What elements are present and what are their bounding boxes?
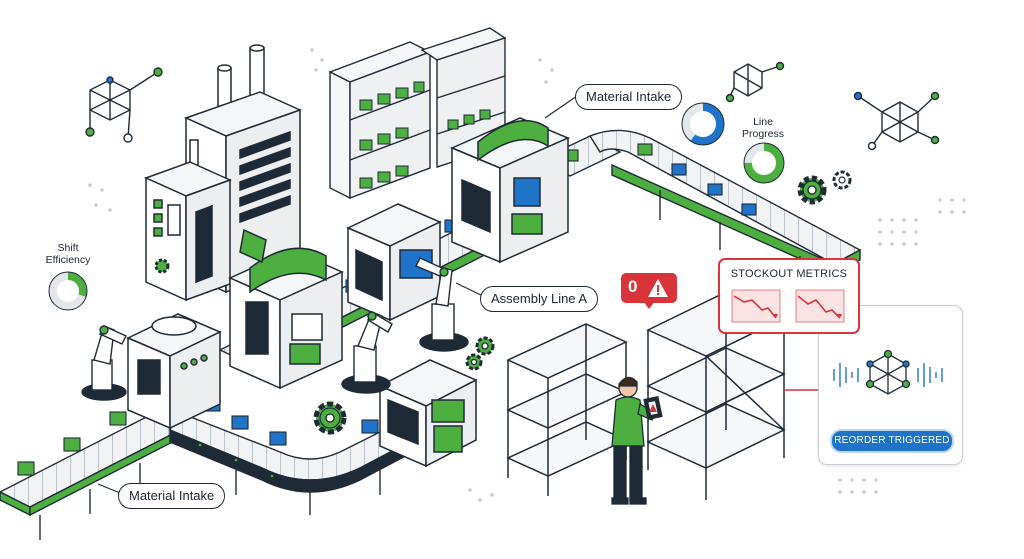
stockout-metrics-panel: STOCKOUT METRICS xyxy=(718,258,860,334)
material-intake-callout-top: Material Intake xyxy=(575,84,683,110)
callout-leaders xyxy=(97,95,578,494)
intake-box xyxy=(126,313,222,430)
alert-badge[interactable]: 0 xyxy=(621,273,677,309)
robot-arm xyxy=(81,325,127,401)
material-intake-machine xyxy=(450,117,570,264)
dot-grid-decor xyxy=(88,48,966,502)
gear-icon xyxy=(465,336,495,371)
network-node-icon xyxy=(85,67,163,143)
robot-arm xyxy=(341,311,393,394)
line-progress-gauge-icon xyxy=(743,142,785,184)
stockout-metrics-title: STOCKOUT METRICS xyxy=(730,268,848,280)
gear-icon xyxy=(313,401,347,435)
material-intake-callout-bottom: Material Intake xyxy=(118,483,226,509)
rack-bins xyxy=(359,81,491,189)
robot-arm xyxy=(415,257,469,352)
assembly-line-callout: Assembly Line A xyxy=(480,286,599,312)
warning-icon xyxy=(648,279,668,297)
network-node-icon xyxy=(853,91,940,151)
shift-efficiency-gauge-icon xyxy=(48,271,88,311)
front-control-machine xyxy=(378,359,478,468)
top-donut-icon xyxy=(681,102,725,146)
gear-icon xyxy=(832,170,852,190)
factory-building xyxy=(144,44,303,302)
stockout-trend-charts xyxy=(731,289,845,323)
gear-icon xyxy=(797,175,827,205)
alert-count: 0 xyxy=(628,277,638,296)
warehouse-worker xyxy=(611,376,663,505)
network-node-icon xyxy=(725,61,785,103)
reorder-triggered-button[interactable]: REORDER TRIGGERED xyxy=(830,429,954,453)
assembly-station xyxy=(346,203,442,322)
alert-badge-tail xyxy=(643,301,655,309)
reorder-card-network xyxy=(833,349,943,395)
warehouse-shelf xyxy=(506,323,628,496)
hood-machine xyxy=(228,228,344,390)
